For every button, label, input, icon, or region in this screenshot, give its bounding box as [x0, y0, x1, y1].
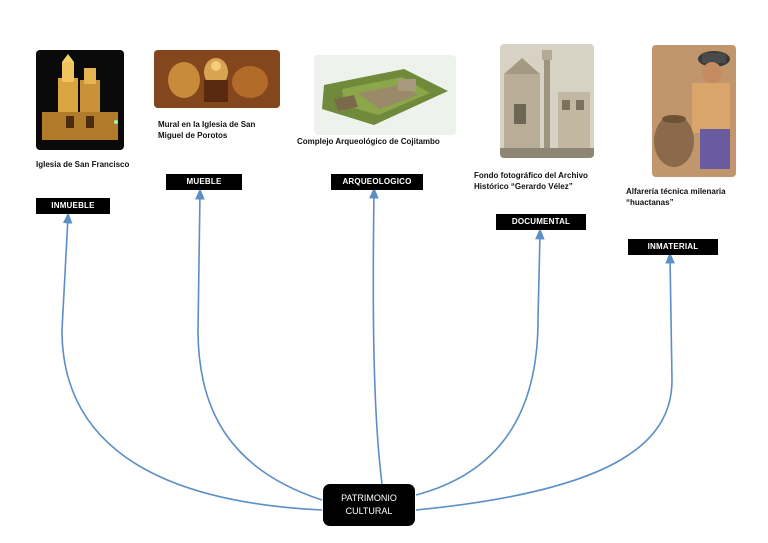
caption-line: Iglesia de San Francisco [36, 160, 130, 169]
tag-arqueologico: ARQUEOLOGICO [331, 174, 423, 190]
caption-line: Mural en la Iglesia de San [158, 120, 256, 129]
caption-line: Histórico “Gerardo Vélez” [474, 182, 573, 191]
caption-arqueologico: Complejo Arqueológico de Cojitambo [297, 136, 440, 147]
connector-inmueble [61, 212, 323, 511]
caption-line: Miguel de Porotos [158, 131, 228, 140]
connector-documental [415, 228, 545, 496]
caption-line: Complejo Arqueológico de Cojitambo [297, 137, 440, 146]
tag-inmaterial: INMATERIAL [628, 239, 718, 255]
caption-line: “huactanas” [626, 198, 674, 207]
tag-inmueble: INMUEBLE [36, 198, 110, 214]
church-mural-photo [154, 50, 280, 108]
caption-inmaterial: Alfarería técnica milenaria “huactanas” [626, 186, 726, 208]
connector-mueble [195, 188, 323, 501]
caption-line: Alfarería técnica milenaria [626, 187, 726, 196]
tag-documental: DOCUMENTAL [496, 214, 586, 230]
tag-mueble: MUEBLE [166, 174, 242, 190]
caption-inmueble: Iglesia de San Francisco [36, 159, 129, 170]
connector-inmaterial [415, 252, 675, 511]
church-night-photo [36, 50, 124, 150]
historic-sepia-photo [500, 44, 594, 158]
caption-mueble: Mural en la Iglesia de San Miguel de Por… [158, 119, 255, 141]
root-node-patrimonio-cultural: PATRIMONIO CULTURAL [323, 484, 415, 526]
pottery-artisan-photo [652, 45, 736, 177]
caption-line: Fondo fotográfico del Archivo [474, 171, 588, 180]
caption-documental: Fondo fotográfico del Archivo Histórico … [474, 170, 588, 192]
root-line-1: PATRIMONIO [341, 493, 397, 503]
root-line-2: CULTURAL [345, 506, 393, 516]
archaeological-ruins-photo [314, 55, 456, 135]
connector-arqueologico [369, 187, 383, 485]
